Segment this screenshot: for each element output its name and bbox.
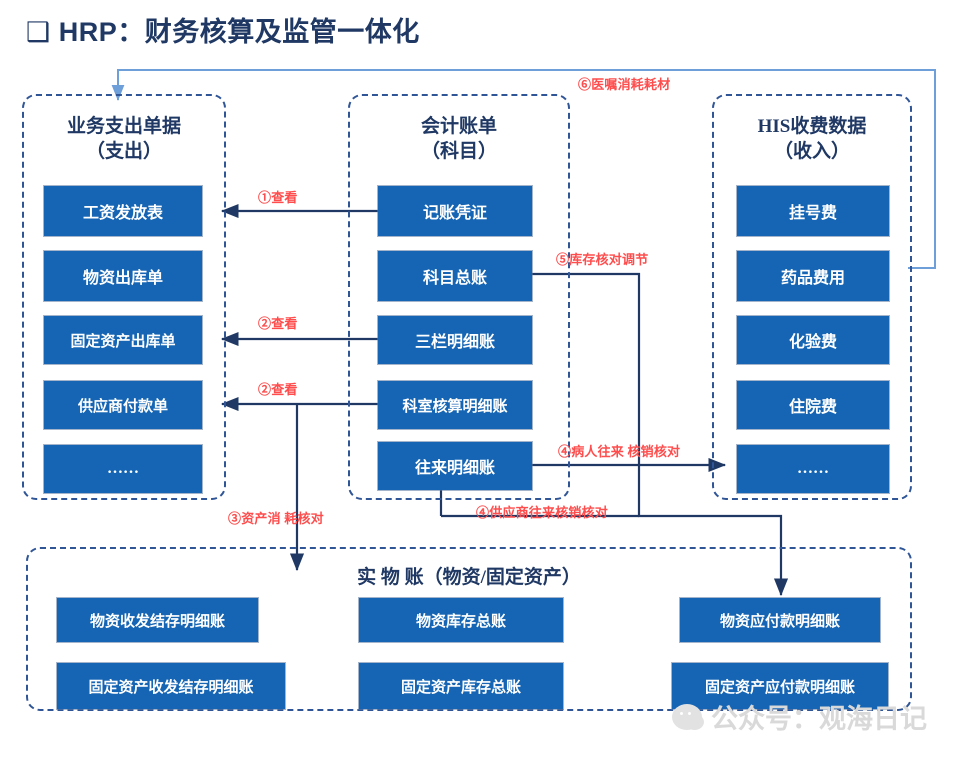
annotation-patient-reconcile: ④病人往来 核销核对 [558,444,681,459]
panel-his-revenue: HIS收费数据 （收入） [712,94,912,500]
annotation-view-1: ①查看 [258,190,298,205]
panel-title-business-expense: 业务支出单据 （支出） [24,114,224,164]
box-fixed-asset-payable-detail-ledger[interactable]: 固定资产应付款明细账 [672,663,888,709]
panel-title-line2: （收入） [773,141,850,162]
box-supplier-payment[interactable]: 供应商付款单 [44,381,202,429]
box-department-detail-ledger[interactable]: 科室核算明细账 [378,381,532,429]
box-drug-fee[interactable]: 药品费用 [737,251,889,301]
box-inpatient-fee[interactable]: 住院费 [737,381,889,429]
annotation-supplier-reconcile: ④供应商往来核销核对 [476,505,609,520]
wechat-icon [672,703,704,730]
watermark: 公众号：观海日记 [672,697,927,736]
box-material-receipt-issue-balance-ledger[interactable]: 物资收发结存明细账 [57,598,258,642]
annotation-inventory-reconcile: ⑤库存核对调节 [556,252,649,267]
watermark-text: 公众号：观海日记 [711,704,927,734]
box-three-column-ledger[interactable]: 三栏明细账 [378,316,532,364]
box-material-payable-detail-ledger[interactable]: 物资应付款明细账 [680,598,880,642]
panel-title-line1: HIS收费数据 [757,116,867,137]
box-subject-general-ledger[interactable]: 科目总账 [378,251,532,301]
panel-title-line1: 会计账单 [420,116,497,137]
panel-accounting-ledger: 会计账单 （科目） [348,94,570,500]
annotation-view-2: ②查看 [258,316,298,331]
page-title: ❑ HRP：财务核算及监管一体化 [26,17,420,47]
panel-business-expense: 业务支出单据 （支出） [22,94,226,500]
box-fixed-asset-inventory-general-ledger[interactable]: 固定资产库存总账 [359,663,563,709]
panel-title-line1: 业务支出单据 [66,116,181,137]
panel-title-physical-ledger: 实 物 账（物资/固定资产） [357,567,581,588]
box-fixed-asset-receipt-issue-balance-ledger[interactable]: 固定资产收发结存明细账 [57,663,285,709]
box-his-more[interactable]: …… [737,445,889,493]
panel-physical-ledger: 实 物 账（物资/固定资产） [26,547,912,711]
annotation-asset-consumption: ③资产消 耗核对 [228,511,324,526]
box-fixed-asset-outbound[interactable]: 固定资产出库单 [44,316,202,364]
box-accounting-voucher[interactable]: 记账凭证 [378,186,532,236]
box-registration-fee[interactable]: 挂号费 [737,186,889,236]
annotation-medical-order-consume: ⑥医嘱消耗耗材 [578,77,671,92]
box-material-outbound[interactable]: 物资出库单 [44,251,202,301]
panel-title-accounting-ledger: 会计账单 （科目） [350,114,568,164]
panel-title-line2: （科目） [420,141,497,162]
box-current-account-ledger[interactable]: 往来明细账 [378,442,532,490]
annotation-view-3: ②查看 [258,382,298,397]
box-expense-more[interactable]: …… [44,445,202,493]
box-material-inventory-general-ledger[interactable]: 物资库存总账 [359,598,563,642]
box-lab-test-fee[interactable]: 化验费 [737,316,889,364]
panel-title-line2: （支出） [85,141,162,162]
box-salary-payment-list[interactable]: 工资发放表 [44,186,202,236]
panel-title-his-revenue: HIS收费数据 （收入） [714,114,910,164]
